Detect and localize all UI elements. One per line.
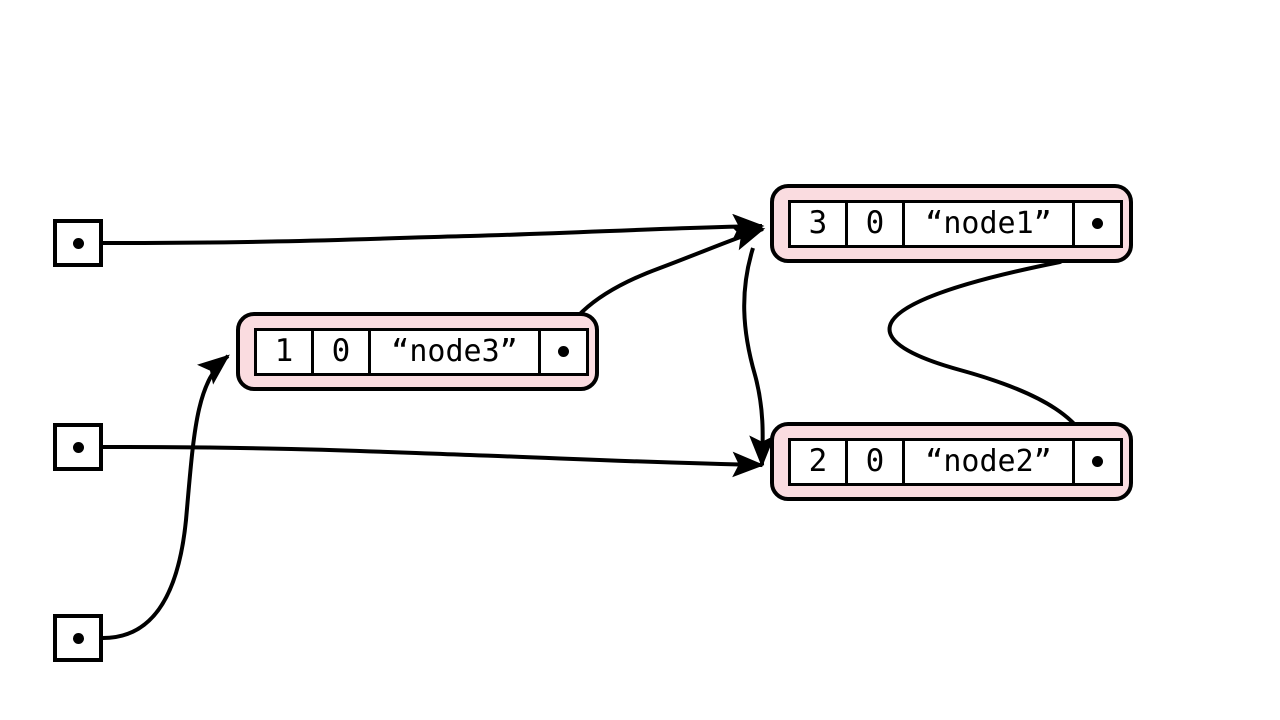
record-cells: 3 0 “node1” — [788, 199, 1123, 248]
record-cells: 2 0 “node2” — [788, 437, 1123, 486]
pointer-dot-icon — [558, 346, 569, 357]
cell-refcount: 2 — [791, 440, 848, 483]
cell-refcount: 3 — [791, 202, 848, 245]
pointer-dot-icon — [1092, 218, 1103, 229]
pointer-dot-icon — [72, 632, 84, 644]
cell-flags: 0 — [848, 202, 905, 245]
pointer-box-1[interactable] — [53, 219, 103, 267]
edge-ptr1-to-node1 — [102, 213, 765, 245]
edge-ptr2-to-node2 — [102, 445, 765, 478]
pointer-dot-icon — [72, 237, 84, 249]
pointer-dot-icon — [72, 441, 84, 453]
record-node1[interactable]: 3 0 “node1” — [770, 184, 1133, 263]
record-node3[interactable]: 1 0 “node3” — [236, 312, 599, 391]
cell-next-pointer[interactable] — [1075, 203, 1120, 245]
pointer-box-3[interactable] — [53, 614, 103, 662]
edge-node1-to-node2 — [742, 247, 775, 468]
cell-refcount: 1 — [257, 330, 314, 373]
cell-flags: 0 — [314, 330, 371, 373]
cell-name: “node2” — [905, 440, 1075, 483]
cell-flags: 0 — [848, 440, 905, 483]
cell-next-pointer[interactable] — [1075, 441, 1120, 483]
edge-ptr3-to-node3 — [102, 354, 230, 640]
cell-name: “node3” — [371, 330, 541, 373]
record-cells: 1 0 “node3” — [254, 327, 589, 376]
cell-next-pointer[interactable] — [541, 331, 586, 373]
record-node2[interactable]: 2 0 “node2” — [770, 422, 1133, 501]
cell-name: “node1” — [905, 202, 1075, 245]
pointer-box-2[interactable] — [53, 423, 103, 471]
pointer-dot-icon — [1092, 456, 1103, 467]
